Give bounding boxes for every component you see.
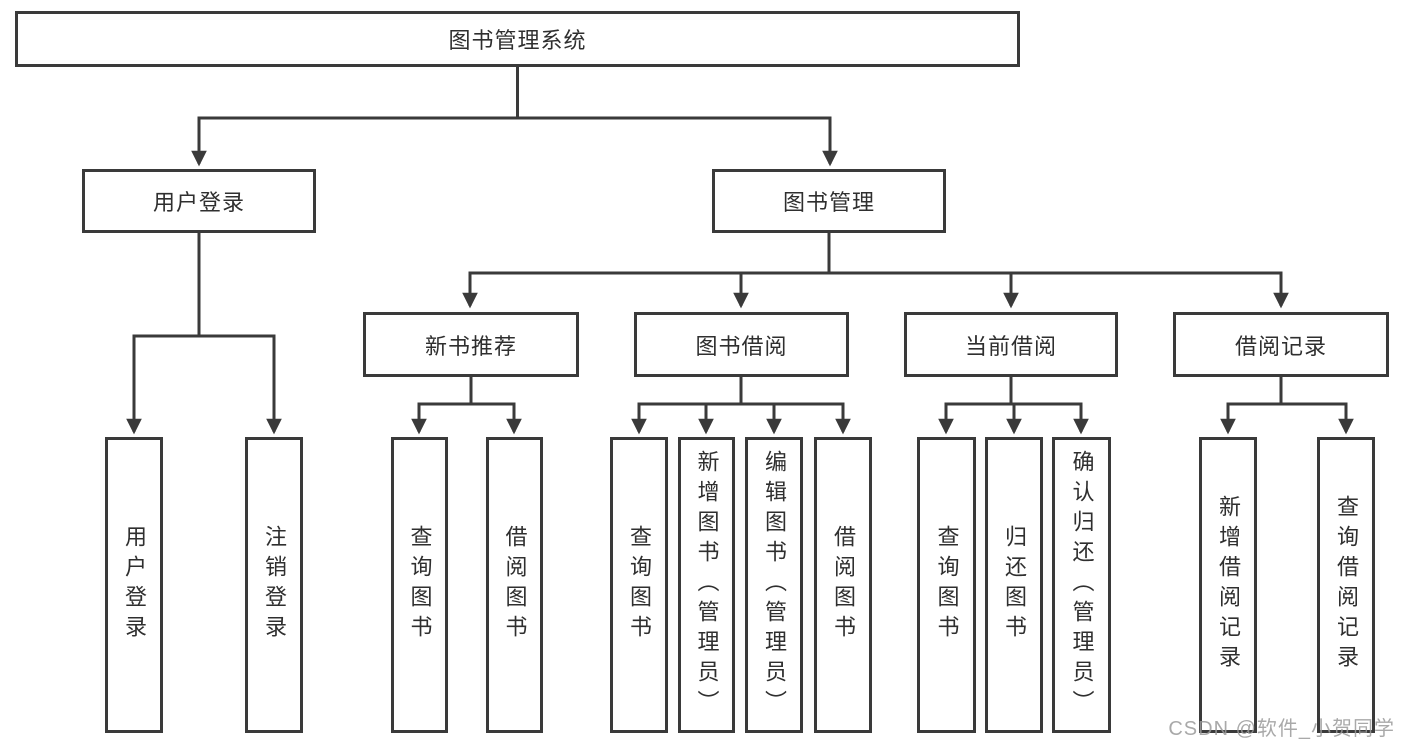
node-leaf-search-borrow-record: 查询借阅记录 [1317,437,1375,733]
node-leaf-return-books: 归还图书 [985,437,1043,733]
node-root: 图书管理系统 [15,11,1020,67]
edge-new-book-branch [411,402,522,435]
node-label: 图书管理 [782,190,875,215]
node-label: 用户登录 [122,525,147,645]
node-label: 注销登录 [262,525,287,645]
node-label: 新增图书（管理员） [694,450,720,720]
node-label: 查询图书 [407,525,433,645]
node-book-borrow: 图书借阅 [634,312,849,377]
edge-root-branch [191,116,838,167]
node-leaf-edit-books-admin: 编辑图书（管理员） [745,437,803,733]
edge-current-borrow-branch [938,402,1089,435]
node-label: 借阅图书 [502,525,528,645]
node-label: 借阅记录 [1234,333,1327,359]
node-new-book-recommend: 新书推荐 [363,312,579,377]
node-label: 当前借阅 [964,333,1057,359]
node-leaf-borrow-books: 借阅图书 [814,437,872,733]
node-label: 图书管理系统 [448,28,587,53]
node-leaf-search-books-recommend: 查询图书 [391,437,448,733]
node-label: 查询图书 [934,525,960,645]
node-leaf-add-books-admin: 新增图书（管理员） [678,437,735,733]
node-label: 新增借阅记录 [1216,495,1241,675]
node-leaf-add-borrow-record: 新增借阅记录 [1199,437,1257,733]
node-leaf-logout: 注销登录 [245,437,303,733]
node-leaf-confirm-return-admin: 确认归还（管理员） [1052,437,1111,733]
node-label: 查询借阅记录 [1334,495,1359,675]
node-user-login: 用户登录 [82,169,316,233]
node-book-management: 图书管理 [712,169,946,233]
edge-user-login-branch [126,334,282,435]
node-label: 编辑图书（管理员） [762,450,787,720]
node-label: 用户登录 [152,190,245,215]
node-leaf-search-books-borrow: 查询图书 [610,437,668,733]
edge-borrow-records-branch [1220,402,1354,435]
node-label: 借阅图书 [831,525,856,645]
edge-book-borrow-branch [631,402,851,435]
node-label: 归还图书 [1002,525,1027,645]
node-leaf-borrow-books-recommend: 借阅图书 [486,437,543,733]
node-borrow-records: 借阅记录 [1173,312,1389,377]
edge-book-management-branch [462,271,1289,309]
node-label: 查询图书 [627,525,652,645]
node-leaf-search-books-current: 查询图书 [917,437,976,733]
node-label: 确认归还（管理员） [1069,450,1095,720]
node-label: 新书推荐 [424,333,517,359]
node-label: 图书借阅 [695,333,788,359]
csdn-watermark: CSDN @软件_小贺同学 [1168,718,1395,740]
node-leaf-user-login: 用户登录 [105,437,163,733]
node-current-borrow: 当前借阅 [904,312,1118,377]
